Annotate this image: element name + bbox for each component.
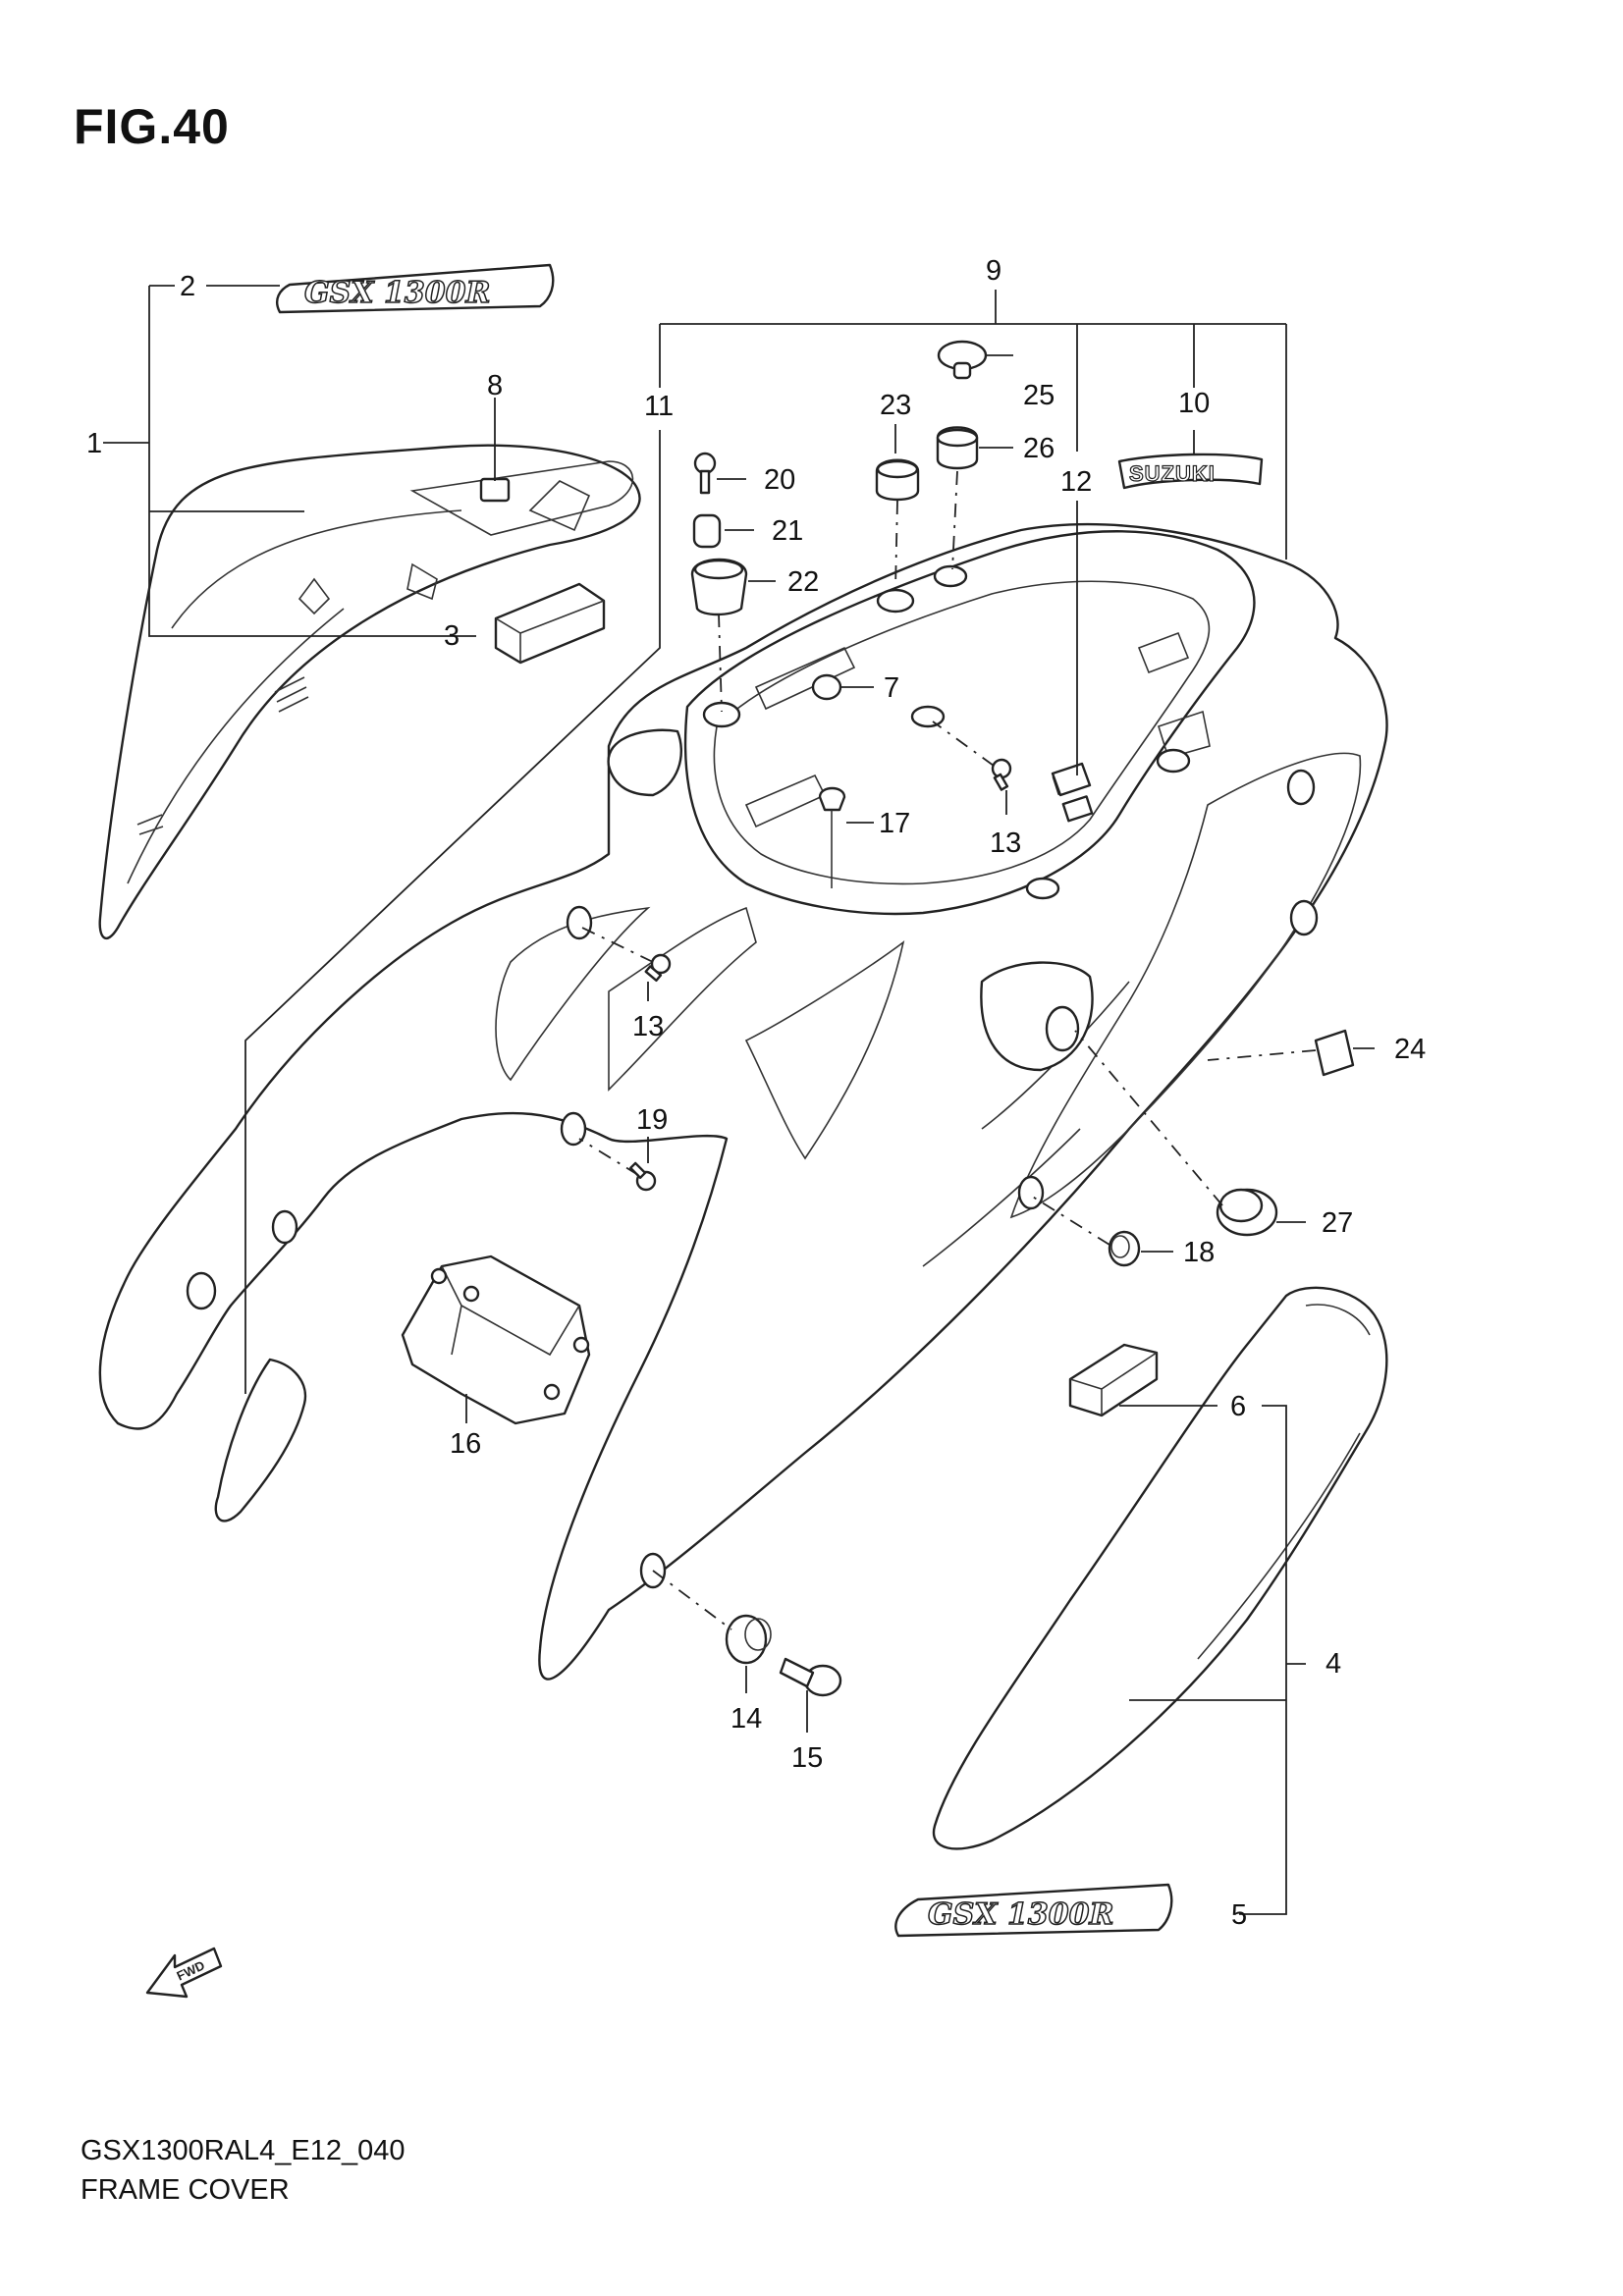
section-name: FRAME COVER [81, 2174, 290, 2206]
cushion-part-14 [725, 1614, 772, 1665]
label-part-24 [1314, 1029, 1355, 1077]
emblem-top-part: GSX 1300R [276, 263, 555, 314]
callout-24: 24 [1394, 1034, 1426, 1065]
callout-11: 11 [644, 391, 674, 422]
collar-part-21 [692, 513, 722, 549]
suzuki-emblem-part: SUZUKI [1117, 453, 1264, 490]
callout-10: 10 [1178, 388, 1210, 419]
pad-part-lower [1068, 1343, 1159, 1417]
screw-part-20 [693, 452, 717, 495]
emblem-bottom-part: GSX 1300R [894, 1883, 1173, 1938]
model-code: GSX1300RAL4_E12_040 [81, 2135, 406, 2166]
label-part-12 [1051, 762, 1092, 797]
callout-5: 5 [1231, 1899, 1247, 1931]
main-frame-cover-part [98, 522, 1388, 1681]
callout-17: 17 [879, 808, 910, 839]
fasteners [629, 340, 1355, 1697]
grommet-part-22 [690, 558, 748, 616]
rivet-part-17 [818, 786, 846, 888]
cushion-part-26 [936, 426, 979, 470]
nut-part-7 [811, 673, 842, 701]
callout-7: 7 [884, 672, 899, 704]
callout-8: 8 [487, 370, 503, 401]
callout-15: 15 [791, 1742, 823, 1774]
callout-labels: 1 2 3 4 5 6 7 8 9 10 11 12 13 13 14 15 1… [86, 255, 1426, 1931]
callout-22: 22 [787, 566, 819, 598]
callout-4: 4 [1325, 1648, 1341, 1680]
callout-13a: 13 [990, 828, 1021, 859]
left-side-cover-part [98, 444, 641, 940]
callout-18: 18 [1183, 1237, 1215, 1268]
callout-3: 3 [444, 620, 460, 652]
svg-text:GSX 1300R: GSX 1300R [304, 276, 490, 310]
grommet-part-27 [1216, 1188, 1278, 1237]
callout-14: 14 [730, 1703, 762, 1735]
screw-part-19 [629, 1161, 657, 1192]
callout-26: 26 [1023, 433, 1055, 464]
callout-27: 27 [1322, 1207, 1353, 1239]
cushion-part-23 [875, 458, 920, 502]
bracket-part [401, 1255, 591, 1425]
fwd-arrow-icon: FWD [145, 1947, 223, 1999]
right-side-cover-part [932, 1286, 1388, 1850]
screw-part-13b [644, 953, 672, 982]
bolt-part-15 [779, 1657, 842, 1697]
callout-20: 20 [764, 464, 795, 496]
callout-16: 16 [450, 1428, 481, 1460]
callout-2: 2 [180, 271, 195, 302]
figure-title: FIG.40 [74, 99, 230, 154]
callout-13b: 13 [632, 1011, 664, 1042]
screw-part-13a [991, 758, 1012, 791]
leader-lines [103, 285, 1375, 1915]
nut-part-18 [1108, 1230, 1141, 1267]
svg-text:GSX 1300R: GSX 1300R [928, 1897, 1113, 1932]
callout-1: 1 [86, 428, 102, 459]
pad-part [494, 582, 606, 665]
callout-9: 9 [986, 255, 1001, 287]
callout-19: 19 [636, 1104, 668, 1136]
callout-25: 25 [1023, 380, 1055, 411]
callout-21: 21 [772, 515, 803, 547]
callout-12: 12 [1060, 466, 1092, 498]
svg-text:SUZUKI: SUZUKI [1129, 461, 1216, 486]
cap-part-25 [937, 340, 988, 380]
callout-6: 6 [1230, 1391, 1246, 1422]
callout-23: 23 [880, 390, 911, 421]
